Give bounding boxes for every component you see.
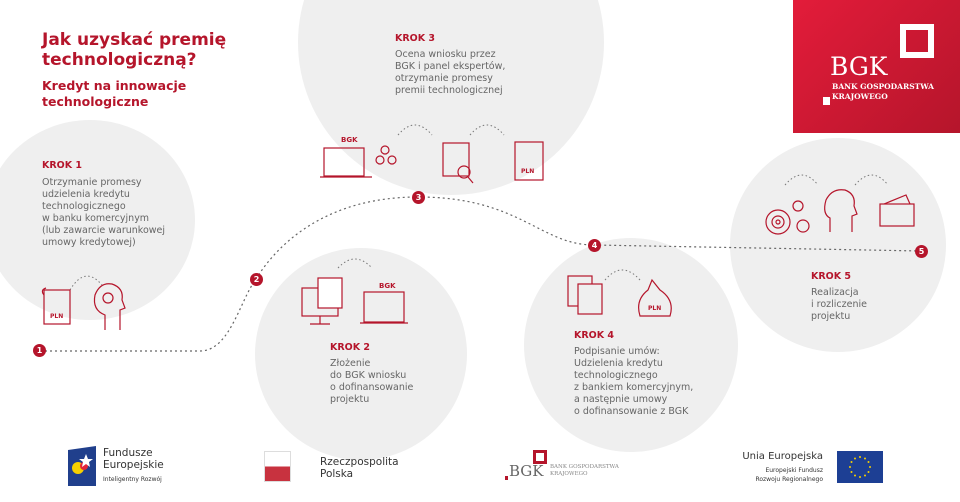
step-marker-3: 3: [412, 191, 425, 204]
step-3-text: Ocena wniosku przez BGK i panel ekspertó…: [395, 49, 506, 96]
step-4-circle: [524, 238, 738, 452]
ue-line2: Europejski Fundusz: [765, 467, 823, 474]
step-2-circle: [255, 248, 467, 460]
ue-line1: Unia Europejska: [742, 451, 823, 462]
step-4-text: Podpisanie umów: Udzielenia kredytu tech…: [574, 346, 694, 417]
bgk-footer-line1: BANK GOSPODARSTWA: [550, 464, 619, 470]
page-title: Jak uzyskać premię technologiczną?: [42, 30, 227, 70]
bgk-building-icon-label: BGK: [341, 136, 358, 144]
step-5: KROK 5 Realizacja i rozliczenie projektu: [811, 271, 867, 323]
step-5-text: Realizacja i rozliczenie projektu: [811, 287, 867, 322]
step-5-circle: [730, 138, 946, 352]
step-2-text: Złożenie do BGK wniosku o dofinansowanie…: [330, 358, 414, 405]
eu-flag-icon: [837, 451, 883, 483]
bgk-footer-line2: KRAJOWEGO: [550, 471, 588, 477]
pln-icon-label-3: PLN: [521, 168, 535, 175]
bgk-logo-line2: KRAJOWEGO: [832, 92, 888, 101]
fe-line3: Inteligentny Rozwój: [103, 476, 162, 483]
bgk-building-icon-label-2: BGK: [379, 282, 396, 290]
step-3: KROK 3 Ocena wniosku przez BGK i panel e…: [395, 33, 505, 97]
step-5-label: KROK 5: [811, 271, 852, 282]
bgk-footer-name: BGK: [509, 462, 544, 480]
bgk-logo-name: BGK: [830, 52, 888, 81]
step-3-label: KROK 3: [395, 33, 436, 44]
bgk-logo-line1: BANK GOSPODARSTWA: [832, 82, 934, 91]
step-2-label: KROK 2: [330, 342, 371, 353]
step-1-text: Otrzymanie promesy udzielenia kredytu te…: [42, 177, 166, 248]
step-2: KROK 2 Złożenie do BGK wniosku o dofinan…: [330, 342, 413, 406]
rp-line2: Polska: [320, 468, 354, 480]
fe-emblem-icon: [68, 446, 96, 486]
step-marker-2: 2: [250, 273, 263, 286]
rp-line1: Rzeczpospolita: [320, 456, 399, 468]
step-marker-5: 5: [915, 245, 928, 258]
step-1-circle: [0, 120, 195, 320]
ue-line3: Rozwoju Regionalnego: [755, 476, 823, 483]
icons: [41, 141, 915, 330]
step-marker-1: 1: [33, 344, 46, 357]
step-1-label: KROK 1: [42, 160, 83, 171]
bgk-logo: BGK BANK GOSPODARSTWA KRAJOWEGO: [793, 0, 960, 133]
step-4-label: KROK 4: [574, 330, 615, 341]
pln-icon-label-1: PLN: [50, 313, 64, 320]
fe-line1: Fundusze: [103, 447, 153, 459]
fe-line2: Europejskie: [103, 459, 164, 471]
step-1: KROK 1 Otrzymanie promesy udzielenia kre…: [42, 160, 165, 249]
page-subtitle: Kredyt na innowacje technologiczne: [42, 78, 187, 109]
step-4: KROK 4 Podpisanie umów: Udzielenia kredy…: [574, 330, 693, 418]
polish-flag-icon: [264, 451, 291, 482]
pln-bag-icon-label: PLN: [648, 305, 662, 312]
step-marker-4: 4: [588, 239, 601, 252]
